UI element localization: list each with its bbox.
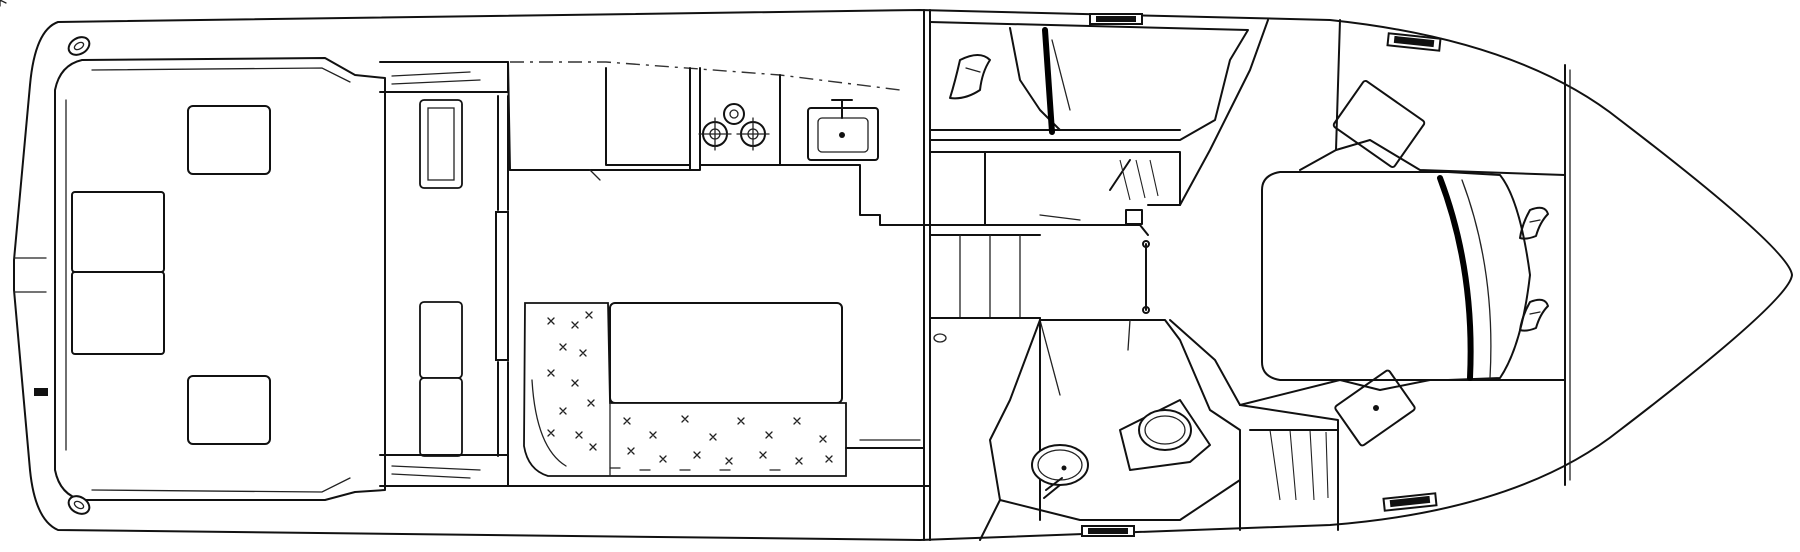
dinette-table [609, 302, 843, 404]
forward-hatch-bottom [1334, 369, 1416, 447]
hull-port-bottom [1081, 525, 1135, 537]
v-berth-mattress [1261, 171, 1531, 381]
head-compartment [989, 319, 1241, 521]
cockpit-seat-top [419, 99, 463, 189]
stern-fitting [34, 388, 48, 396]
cockpit-seat-bottom-a [419, 301, 463, 379]
engine-hatch [71, 191, 165, 355]
settee-pattern [547, 311, 833, 471]
head-partition [979, 499, 1001, 541]
cockpit-seat-bottom-b [419, 377, 463, 457]
salon-door [495, 95, 509, 457]
head-sink [1031, 444, 1089, 499]
counter-knob [933, 333, 947, 343]
forward-hatch-top [1332, 80, 1426, 168]
v-berth-outline [1179, 19, 1566, 406]
hull-outline [13, 9, 1793, 541]
bow-port-top [1386, 32, 1442, 52]
deck-hatch-top [187, 105, 271, 175]
anchor-locker [1564, 64, 1571, 486]
bow-port-bottom [1382, 492, 1438, 512]
galley-sink [807, 99, 879, 161]
stern-cleat-bottom [67, 495, 91, 515]
mid-cabin-top [929, 13, 1249, 141]
toilet [1119, 399, 1211, 471]
dinette-settee [0, 0, 847, 477]
galley-counter [509, 67, 931, 226]
aft-deck [54, 57, 386, 501]
galley-stove [698, 103, 770, 151]
stern-cleat-top [67, 36, 91, 56]
fitting-square [1125, 209, 1143, 225]
deck-hatch-bottom [187, 375, 271, 445]
v-berth-pillows [1519, 206, 1549, 332]
lower-berth [929, 317, 1339, 541]
companionway-stairs [845, 9, 1041, 541]
